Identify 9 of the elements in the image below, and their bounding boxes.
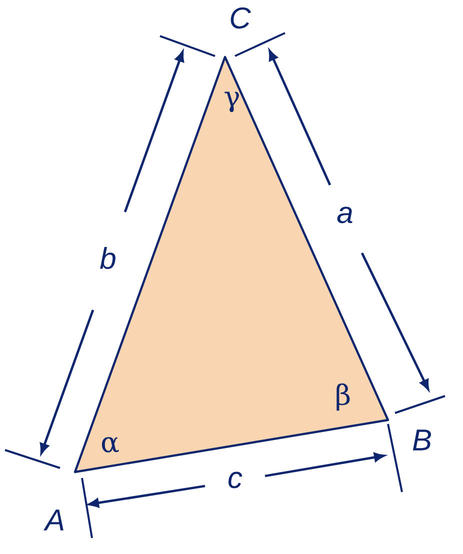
angle-label: β bbox=[336, 383, 350, 411]
vertex-label: C bbox=[230, 7, 251, 29]
side-label: a bbox=[337, 206, 352, 224]
side-label: b bbox=[100, 247, 116, 270]
angle-label: γ bbox=[224, 92, 239, 112]
angle-label: α bbox=[102, 437, 119, 452]
side-label: c bbox=[228, 472, 242, 488]
vertex-label: A bbox=[44, 510, 64, 530]
vertex-label: B bbox=[412, 430, 431, 450]
